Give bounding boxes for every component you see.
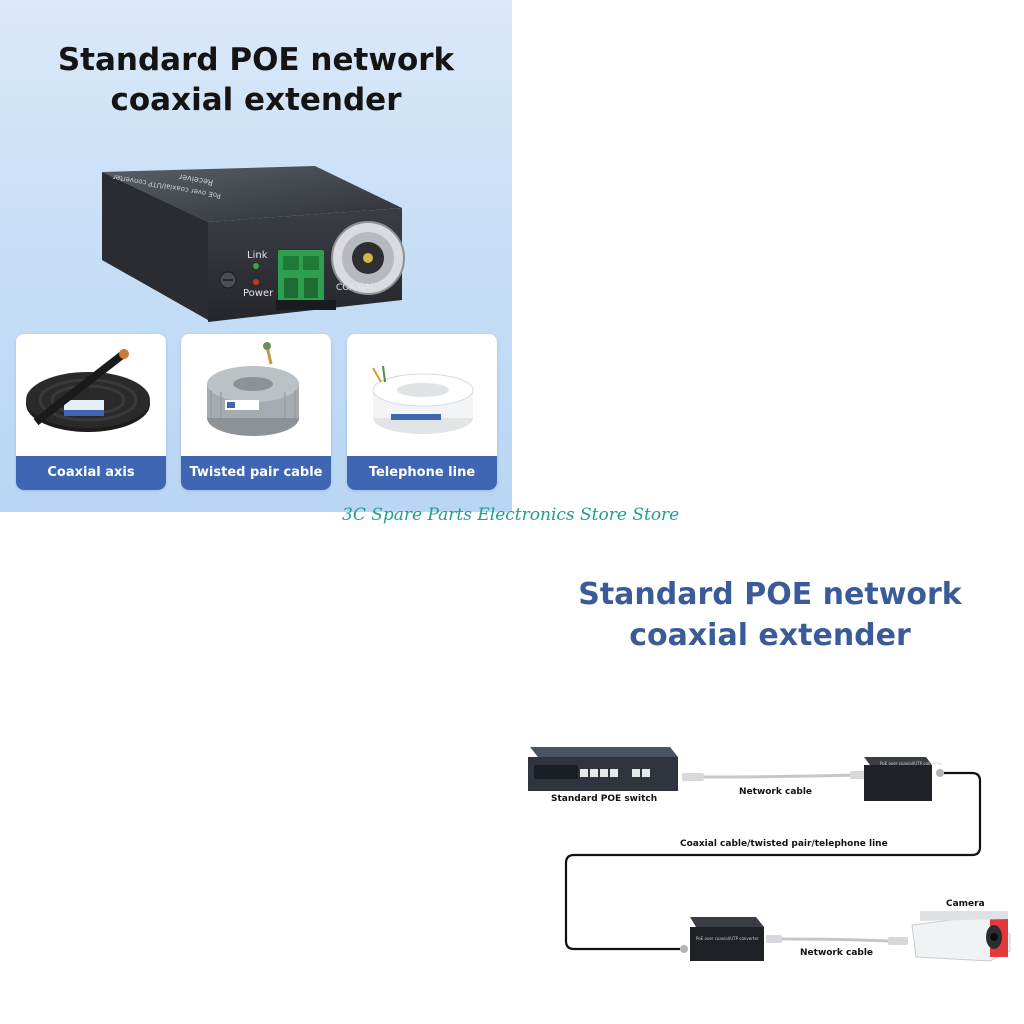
- card-coaxial: Coaxial axis: [16, 334, 166, 490]
- twisted-pair-cable-icon: [207, 342, 299, 436]
- extender-device-image: PoE over coaxial/UTP converter Receiver …: [102, 166, 405, 322]
- camera-label: Camera: [946, 899, 985, 909]
- receiver-box-icon: PoE over coaxial/UTP converter: [690, 917, 764, 961]
- bnc-connector-icon: [936, 769, 944, 777]
- coaxial-cable-icon: [26, 348, 150, 432]
- diagram-title-line1: Standard POE network: [578, 577, 962, 612]
- network-cable-label-top: Network cable: [739, 787, 813, 797]
- network-cable-label-bottom: Network cable: [800, 948, 874, 958]
- connection-diagram: PoE over coaxial/UTP converter PoE over …: [528, 747, 1011, 962]
- store-watermark: 3C Spare Parts Electronics Store Store: [342, 505, 680, 525]
- product-panel: Standard POE network coaxial extender Po…: [0, 0, 512, 512]
- svg-text:PoE over coaxial/UTP converter: PoE over coaxial/UTP converter: [696, 936, 759, 941]
- rj45-plug-icon: [888, 937, 908, 945]
- link-label: Link: [247, 250, 268, 261]
- bnc-connector-icon: [331, 221, 405, 295]
- poe-switch-icon: [528, 747, 678, 791]
- card-twisted-pair: Twisted pair cable: [181, 334, 331, 490]
- card-telephone: Telephone line: [347, 334, 497, 490]
- product-title-line2: coaxial extender: [110, 82, 402, 118]
- card-label-coaxial: Coaxial axis: [16, 456, 166, 490]
- rj45-plug-icon: [850, 771, 866, 779]
- card-label-telephone: Telephone line: [347, 456, 497, 490]
- rj45-plug-icon: [766, 935, 782, 943]
- power-led-icon: [253, 279, 259, 285]
- rj45-plug-icon: [682, 773, 704, 781]
- product-title-line1: Standard POE network: [57, 42, 455, 78]
- coaxial-port-label: COAXIAL: [336, 283, 375, 293]
- power-label: Power: [243, 288, 274, 299]
- diagram-title-line2: coaxial extender: [629, 618, 911, 653]
- card-label-twisted-pair: Twisted pair cable: [181, 456, 331, 490]
- switch-label: Standard POE switch: [551, 794, 658, 804]
- transmitter-box-icon: PoE over coaxial/UTP converter: [864, 757, 943, 801]
- telephone-cable-icon: [372, 365, 474, 434]
- svg-text:PoE over coaxial/UTP converter: PoE over coaxial/UTP converter: [880, 761, 943, 766]
- coax-cable-label: Coaxial cable/twisted pair/telephone lin…: [680, 839, 888, 849]
- link-led-icon: [253, 263, 259, 269]
- camera-icon: [911, 911, 1011, 962]
- bnc-connector-icon: [680, 945, 688, 953]
